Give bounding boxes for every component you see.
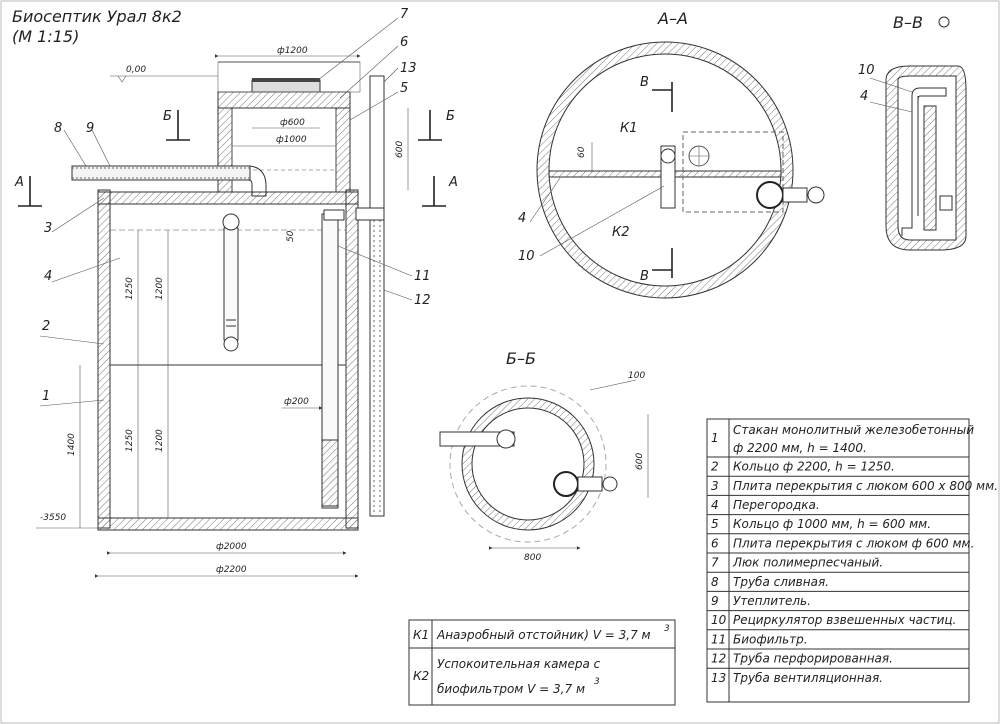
- callout-6: 6: [400, 35, 408, 50]
- callout-2: 2: [42, 319, 50, 334]
- chamber-desc-k2-line1: Успокоительная камера с: [437, 657, 601, 671]
- dim-200: ф200: [284, 397, 309, 407]
- parts-row-num: 11: [711, 632, 726, 646]
- parts-row-num: 1: [711, 431, 719, 445]
- left-wall: [97, 189, 111, 529]
- section-bb-title: Б–Б: [506, 349, 536, 368]
- chambers-table: К1 Анаэробный отстойник) V = 3,7 м 3 К2 …: [408, 619, 676, 706]
- parts-row-num: 12: [711, 652, 726, 666]
- callout-5: 5: [400, 81, 408, 96]
- callout-7: 7: [400, 7, 409, 22]
- chamber-sup-k1: 3: [664, 624, 670, 634]
- aa-callout-10: 10: [518, 249, 535, 264]
- cover-slab: [97, 191, 359, 205]
- drain-pipe: [71, 165, 251, 181]
- right-wall: [345, 189, 359, 529]
- aa-cut-b-top: В: [640, 75, 649, 90]
- vent-pipe: [369, 75, 385, 517]
- parts-row-desc: Труба перфорированная.: [733, 652, 893, 666]
- chamber-code-k1: К1: [413, 628, 429, 642]
- parts-row-desc: Труба сливная.: [733, 575, 829, 589]
- section-aa: A–A В В К1 К2 60 4 10: [518, 9, 825, 299]
- section-vv-title: В–В: [893, 13, 923, 32]
- dim-2000: ф2000: [216, 542, 247, 552]
- parts-row-num: 7: [711, 556, 719, 570]
- dim-50: 50: [286, 230, 296, 242]
- dim-1200: ф1200: [277, 46, 308, 56]
- level-bottom: -3550: [40, 513, 66, 523]
- dim-1250-bottom: 1250: [125, 429, 135, 452]
- parts-row-desc: Кольцо ф 1000 мм, h = 600 мм.: [733, 517, 931, 531]
- parts-row-num: 10: [711, 613, 727, 627]
- chamber-sup-k2: 3: [594, 677, 600, 687]
- dim-2200: ф2200: [216, 565, 247, 575]
- callout-9: 9: [86, 121, 94, 136]
- parts-row-desc: Плита перекрытия с люком 600 х 800 мм.: [733, 479, 998, 493]
- dim-1200-top: 1200: [155, 277, 165, 300]
- section-aa-title: A–A: [657, 9, 688, 28]
- drawing-title: Биосептик Урал 8к2: [12, 7, 182, 26]
- chamber-desc-k2-line2: биофильтром V = 3,7 м: [437, 682, 585, 696]
- dim-1200-bottom: 1200: [155, 429, 165, 452]
- parts-row-desc: Стакан монолитный железобетонный: [733, 423, 974, 437]
- hatch-slab: [217, 91, 351, 109]
- parts-row-desc-cont: ф 2200 мм, h = 1400.: [733, 441, 867, 455]
- callout-11: 11: [414, 269, 431, 284]
- bb-dim-600: 600: [635, 453, 645, 470]
- parts-row-desc: Рециркулятор взвешенных частиц.: [733, 613, 956, 627]
- callout-12: 12: [414, 293, 431, 308]
- callout-8: 8: [54, 121, 62, 136]
- dim-1000: ф1000: [276, 135, 307, 145]
- parts-row-num: 8: [711, 575, 719, 589]
- chamber-desc-k1: Анаэробный отстойник) V = 3,7 м: [436, 628, 651, 642]
- parts-row-num: 5: [711, 517, 719, 531]
- section-vv: В–В 10 4: [858, 13, 967, 251]
- main-section-view: ф1200 ф600 ф1000 600 50 1250 1200 1250 1…: [14, 7, 458, 578]
- bb-dim-800: 800: [524, 553, 541, 563]
- parts-row-num: 9: [711, 594, 719, 608]
- callout-3: 3: [44, 221, 52, 236]
- parts-row-desc: Кольцо ф 2200, h = 1250.: [733, 460, 895, 474]
- callout-4: 4: [44, 269, 52, 284]
- cut-a-right: A: [448, 175, 458, 190]
- bb-dim-100: 100: [628, 371, 645, 381]
- parts-row-desc: Труба вентиляционная.: [733, 671, 883, 685]
- vv-callout-10: 10: [858, 63, 875, 78]
- manhole-lid-top: [252, 78, 320, 82]
- aa-callout-4: 4: [518, 211, 526, 226]
- cut-b-right: Б: [446, 109, 455, 124]
- dim-1250-top: 1250: [125, 277, 135, 300]
- callout-1: 1: [42, 389, 50, 404]
- parts-row-desc: Утеплитель.: [733, 594, 811, 608]
- dim-600-h: 600: [395, 141, 405, 158]
- vv-callout-4: 4: [860, 89, 868, 104]
- ring-right-wall: [335, 107, 351, 193]
- level-zero: 0,00: [126, 65, 146, 75]
- parts-row-desc: Плита перекрытия с люком ф 600 мм.: [733, 536, 974, 550]
- parts-row-num: 2: [711, 460, 719, 474]
- dim-1400: 1400: [67, 433, 77, 456]
- aa-k2: К2: [612, 225, 630, 240]
- section-bb: Б–Б 100 600 800: [439, 349, 649, 563]
- parts-table: 1 Стакан монолитный железобетонный ф 2200 …: [706, 418, 998, 703]
- parts-row-num: 6: [711, 536, 719, 550]
- parts-row-num: 3: [711, 479, 719, 493]
- parts-row-desc: Перегородка.: [733, 498, 820, 512]
- parts-row-num: 13: [711, 671, 726, 685]
- aa-cut-b-bottom: В: [640, 269, 649, 284]
- parts-row-num: 4: [711, 498, 719, 512]
- cut-a-left: A: [14, 175, 24, 190]
- dim-600-dia: ф600: [280, 118, 305, 128]
- callout-13: 13: [400, 61, 417, 76]
- aa-dim-60: 60: [577, 146, 587, 158]
- parts-row-desc: Биофильтр.: [733, 632, 808, 646]
- bottom-slab: [97, 517, 359, 531]
- chamber-code-k2: К2: [413, 669, 429, 683]
- cut-b-left: Б: [163, 109, 172, 124]
- drawing-scale: (М 1:15): [12, 27, 79, 46]
- aa-k1: К1: [620, 121, 638, 136]
- parts-row-desc: Люк полимерпесчаный.: [732, 556, 883, 570]
